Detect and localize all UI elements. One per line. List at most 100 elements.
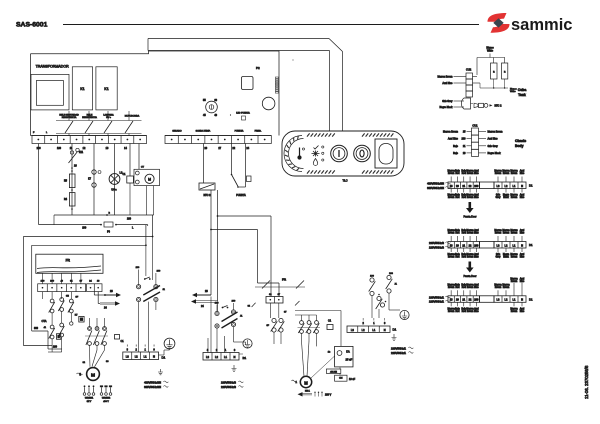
svg-text:Marron: Marron xyxy=(510,229,518,232)
svg-text:21: 21 xyxy=(462,299,465,302)
svg-text:D1: D1 xyxy=(529,298,533,302)
svg-text:220V/60Hz/1: 220V/60Hz/1 xyxy=(429,300,445,304)
svg-text:Brown: Brown xyxy=(467,256,474,259)
svg-text:Azul: Azul xyxy=(520,194,525,197)
svg-text:200: 200 xyxy=(462,138,467,141)
svg-text:100: 100 xyxy=(57,147,62,150)
svg-text:Gris: Gris xyxy=(496,253,501,256)
svg-text:11: 11 xyxy=(70,147,73,150)
svg-text:23: 23 xyxy=(205,290,208,293)
svg-text:Blanco: Blanco xyxy=(510,89,517,91)
svg-text:N: N xyxy=(234,355,236,359)
svg-text:Marron Brown: Marron Brown xyxy=(443,131,459,134)
svg-text:P2: P2 xyxy=(256,66,260,70)
svg-text:200: 200 xyxy=(50,281,54,283)
svg-text:Tank: Tank xyxy=(518,93,526,97)
svg-text:N: N xyxy=(521,184,523,188)
svg-text:Blue: Blue xyxy=(474,233,479,235)
svg-text:sammic: sammic xyxy=(511,16,572,34)
svg-text:NTC 2: NTC 2 xyxy=(204,194,212,197)
svg-text:K7: K7 xyxy=(88,178,92,181)
svg-text:220V/60Hz/3: 220V/60Hz/3 xyxy=(429,245,445,249)
svg-text:PUERTA: PUERTA xyxy=(235,130,244,133)
svg-text:13: 13 xyxy=(450,185,453,188)
svg-text:Negro Black: Negro Black xyxy=(439,106,453,109)
svg-text:20: 20 xyxy=(456,299,459,302)
svg-text:L3: L3 xyxy=(120,171,123,175)
svg-text:600: 600 xyxy=(34,327,39,330)
svg-text:LAMPARA: LAMPARA xyxy=(103,114,114,117)
svg-text:Marron: Marron xyxy=(466,253,474,256)
svg-text:L2: L2 xyxy=(362,328,365,332)
svg-text:M: M xyxy=(148,178,151,182)
svg-text:Marron Brown: Marron Brown xyxy=(437,76,453,79)
svg-text:11-06. 2370256/8: 11-06. 2370256/8 xyxy=(584,365,589,399)
svg-text:Blanco: Blanco xyxy=(486,47,494,50)
svg-text:Marron: Marron xyxy=(510,307,518,310)
svg-text:25: 25 xyxy=(463,131,466,134)
svg-text:Marron: Marron xyxy=(466,307,474,310)
svg-text:Rojo: Rojo xyxy=(461,284,466,286)
svg-text:55: 55 xyxy=(203,99,206,102)
svg-text:Rojo: Rojo xyxy=(461,230,466,232)
svg-text:MOTOBOMBA: MOTOBOMBA xyxy=(125,115,140,118)
svg-text:Rojo: Rojo xyxy=(453,152,459,155)
svg-text:L3: L3 xyxy=(497,243,500,247)
svg-text:B1: B1 xyxy=(243,356,247,360)
svg-text:24: 24 xyxy=(201,305,204,308)
svg-text:200: 200 xyxy=(232,301,236,303)
svg-text:230V/50Hz/3: 230V/50Hz/3 xyxy=(429,241,445,245)
svg-text:60: 60 xyxy=(214,99,217,102)
svg-text:20: 20 xyxy=(456,244,459,247)
svg-text:37: 37 xyxy=(284,312,287,314)
svg-text:Red: Red xyxy=(455,257,460,259)
svg-text:Red: Red xyxy=(462,173,467,175)
svg-text:22: 22 xyxy=(469,299,472,302)
svg-text:CU1: CU1 xyxy=(472,124,478,128)
svg-text:Marron: Marron xyxy=(494,283,502,286)
svg-text:Brown: Brown xyxy=(448,232,455,235)
svg-text:FR: FR xyxy=(66,259,71,263)
svg-text:Marron: Marron xyxy=(448,283,456,286)
svg-text:R: R xyxy=(493,72,495,74)
svg-text:L: L xyxy=(46,132,48,134)
svg-text:Blue: Blue xyxy=(474,197,479,199)
svg-text:SAS-6001: SAS-6001 xyxy=(16,21,48,28)
svg-text:L3: L3 xyxy=(351,328,354,332)
svg-text:Azul: Azul xyxy=(520,170,525,173)
svg-text:Brown: Brown xyxy=(448,172,455,175)
svg-text:Brown: Brown xyxy=(511,310,518,313)
svg-text:L3: L3 xyxy=(206,355,209,359)
svg-text:Gris: Gris xyxy=(496,194,501,197)
svg-text:Blue: Blue xyxy=(474,173,479,175)
svg-text:Marron: Marron xyxy=(448,229,456,232)
svg-text:Azul: Azul xyxy=(520,307,525,310)
svg-text:23: 23 xyxy=(97,281,100,283)
svg-text:LED PUERTA: LED PUERTA xyxy=(236,112,250,115)
svg-text:K1: K1 xyxy=(104,87,108,91)
svg-text:Negro: Negro xyxy=(503,253,510,256)
svg-text:Marron Brown: Marron Brown xyxy=(488,131,504,134)
svg-text:L2: L2 xyxy=(505,243,508,247)
svg-text:R4: R4 xyxy=(64,198,68,201)
svg-text:U1V1W1: U1V1W1 xyxy=(85,398,94,400)
svg-text:200: 200 xyxy=(474,299,479,302)
svg-text:N: N xyxy=(384,328,386,332)
svg-text:Brown: Brown xyxy=(495,232,502,235)
svg-text:Rojo: Rojo xyxy=(455,230,460,232)
svg-text:L1: L1 xyxy=(224,355,227,359)
svg-text:Blue: Blue xyxy=(474,287,479,289)
svg-text:21: 21 xyxy=(462,185,465,188)
svg-text:13: 13 xyxy=(450,299,453,302)
svg-text:Marron: Marron xyxy=(448,194,456,197)
svg-text:20: 20 xyxy=(456,185,459,188)
svg-text:34: 34 xyxy=(248,306,251,308)
svg-text:KT: KT xyxy=(75,315,78,317)
svg-text:Red: Red xyxy=(455,287,460,289)
svg-text:Marron: Marron xyxy=(466,229,474,232)
svg-text:2: 2 xyxy=(136,348,138,351)
svg-text:26: 26 xyxy=(74,165,77,168)
svg-text:Brown: Brown xyxy=(448,256,455,259)
svg-text:Brown: Brown xyxy=(511,280,518,283)
svg-text:Brown: Brown xyxy=(495,286,502,289)
